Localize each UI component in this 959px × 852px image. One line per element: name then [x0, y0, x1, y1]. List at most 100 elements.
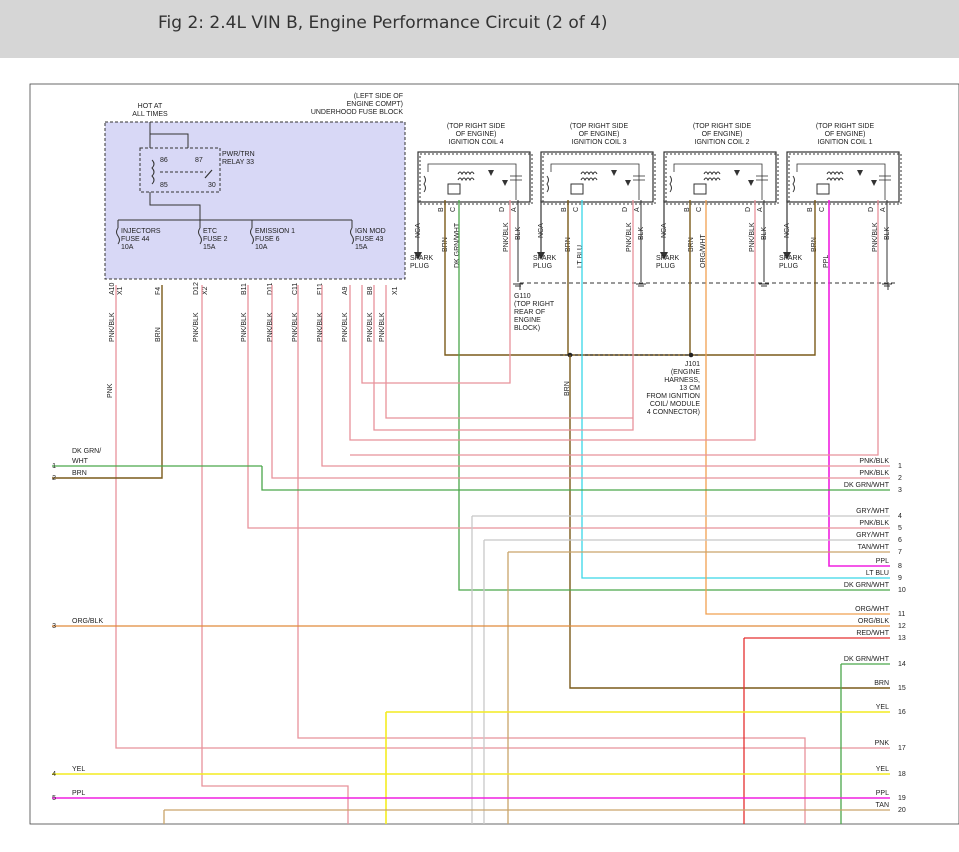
right-wire-number: 9 [898, 575, 902, 582]
fuse-wire-label: PNK/BLK [379, 312, 386, 342]
spark-plug-label: PLUG [410, 263, 429, 270]
coil-module [693, 183, 707, 195]
connector-pin: X2 [202, 286, 209, 295]
spark-plug-label: SPARK [410, 255, 434, 262]
right-wire-label: PNK/BLK [859, 458, 889, 465]
coil-pin: D [499, 207, 506, 212]
fuse-label: FUSE 44 [121, 236, 150, 243]
connector-pin: X1 [392, 286, 399, 295]
right-wire-number: 17 [898, 745, 906, 752]
right-wire-label: PPL [876, 558, 889, 565]
coil-internal [673, 163, 763, 200]
fuse-label: FUSE 43 [355, 236, 384, 243]
splice-label: COIL/ MODULE [650, 401, 701, 408]
coil-pin: C [573, 207, 580, 212]
fuse-label: FUSE 2 [203, 236, 228, 243]
ground-label: REAR OF [514, 309, 545, 316]
connector-pin: X1 [117, 286, 124, 295]
right-wire-number: 10 [898, 587, 906, 594]
diode-icon [488, 170, 494, 176]
coil-pin: B [807, 207, 814, 212]
fuse-label: ETC [203, 228, 217, 235]
fuse-wire-label: PNK/BLK [241, 312, 248, 342]
spark-plug-label: PLUG [533, 263, 552, 270]
right-wire-number: 20 [898, 807, 906, 814]
ground-label: BLOCK) [514, 325, 540, 332]
fuse-wire-label: PNK/BLK [267, 312, 274, 342]
coil-label: IGNITION COIL 2 [695, 139, 750, 146]
fuse-wire-label: PNK/BLK [109, 312, 116, 342]
splice-label: 13 CM [679, 385, 700, 392]
dk-grn-wht-wire [458, 200, 890, 591]
left-wire-label: ORG/BLK [72, 618, 103, 625]
arrow-icon [783, 252, 791, 260]
fuse-wire-label: BRN [155, 327, 162, 342]
coil-wire-label: PNK/BLK [626, 222, 633, 252]
coil-winding [792, 175, 795, 193]
arrow-icon [414, 252, 422, 260]
fuse-block-location: ENGINE COMPT) [347, 101, 403, 108]
right-wire-label: YEL [876, 704, 889, 711]
coil-pin: A [880, 207, 887, 212]
diode-icon [734, 170, 740, 176]
dk-grn-wht-wire [261, 466, 890, 491]
connector-pin: E11 [317, 283, 324, 295]
right-wire-label: GRY/WHT [856, 532, 890, 539]
right-wire-number: 19 [898, 795, 906, 802]
right-wire-label: DK GRN/WHT [844, 582, 890, 589]
coil-wire-label: NCA [784, 223, 791, 238]
splice-label: HARNESS, [664, 377, 700, 384]
coil-winding [669, 175, 672, 193]
brn-label: BRN [564, 381, 571, 396]
coil-label: OF ENGINE) [702, 131, 743, 138]
connector-pin: F4 [155, 287, 162, 295]
hot-at-all-times-label: HOT AT [138, 103, 163, 110]
relay-label: PWR/TRN [222, 151, 255, 158]
spark-plug-label: PLUG [779, 263, 798, 270]
relay-coil [151, 159, 155, 185]
coil-wire-label: NCA [661, 223, 668, 238]
fuse-element [250, 227, 254, 245]
coil-label: IGNITION COIL 4 [449, 139, 504, 146]
pnk-blk-wire [361, 200, 511, 384]
spark-plug-label: SPARK [779, 255, 803, 262]
coil-pin: A [511, 207, 518, 212]
left-wire-number: 4 [52, 771, 56, 778]
fuse-wire-label: PNK/BLK [292, 312, 299, 342]
diode-icon [748, 180, 754, 186]
coil-pin: B [438, 207, 445, 212]
pnk-blk-wire [297, 285, 806, 824]
coil-wire-label: NCA [538, 223, 545, 238]
hot-at-all-times-label: ALL TIMES [132, 111, 168, 118]
coil-label: (TOP RIGHT SIDE [570, 123, 629, 130]
spark-plug-label: PLUG [656, 263, 675, 270]
ppl-wire [828, 200, 890, 567]
right-wire-label: LT BLU [866, 570, 889, 577]
right-wire-number: 18 [898, 771, 906, 778]
connector-pin: D12 [193, 282, 200, 295]
coil-wire-label: BRN [688, 237, 695, 252]
ground-label: G110 [514, 293, 531, 300]
coil-pin: A [634, 207, 641, 212]
coil-pin: A [757, 207, 764, 212]
connector-pin: A10 [109, 282, 116, 295]
coil-pin: D [745, 207, 752, 212]
connector-pin: D11 [267, 283, 274, 295]
coil-wire-label: NCA [415, 223, 422, 238]
fuse-label: FUSE 6 [255, 236, 280, 243]
coil-label: OF ENGINE) [579, 131, 620, 138]
pnk-blk-wire [321, 285, 890, 467]
right-wire-number: 2 [898, 475, 902, 482]
coil-shadow [542, 153, 656, 205]
fuse-wire-label: PNK/BLK [317, 312, 324, 342]
fuse-label: 10A [121, 244, 134, 251]
splice-label: (ENGINE [671, 369, 701, 376]
left-wire-number: 2 [52, 475, 56, 482]
coil-primary [826, 177, 844, 182]
pnk-blk-wire [373, 200, 634, 431]
right-wire-number: 5 [898, 525, 902, 532]
pnk-blk-wire [385, 285, 633, 419]
fuse-label: EMISSION 1 [255, 228, 295, 235]
left-wire-number: 1 [52, 463, 56, 470]
